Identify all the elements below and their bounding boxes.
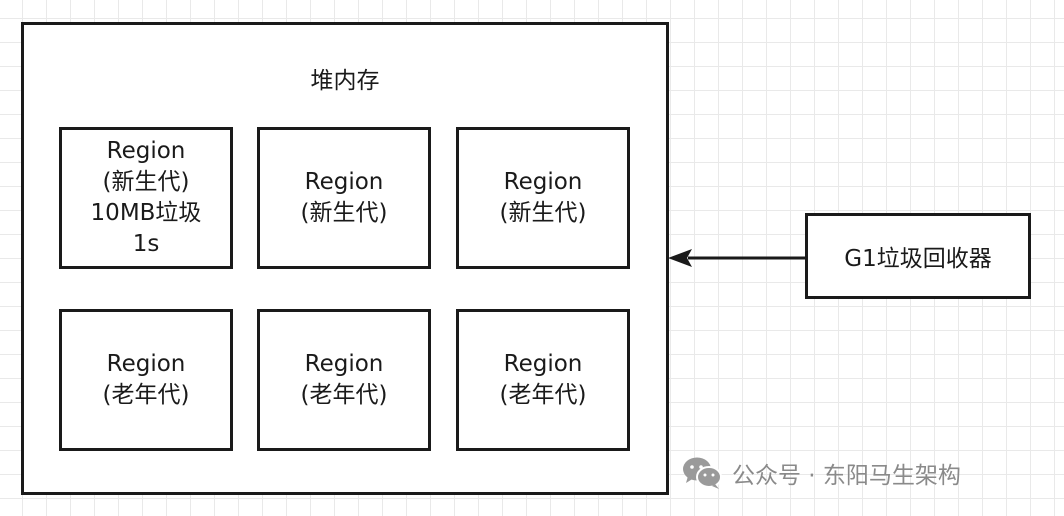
region-gc-time: 1s — [132, 231, 160, 257]
region-old-3: Region (老年代) — [456, 309, 630, 451]
region-old-2: Region (老年代) — [257, 309, 431, 451]
heap-title: 堆内存 — [310, 68, 380, 94]
collector-to-heap-arrow — [668, 249, 806, 267]
region-generation: (新生代) — [499, 200, 587, 226]
region-old-1: Region (老年代) — [59, 309, 233, 451]
region-young-3: Region (新生代) — [456, 127, 630, 269]
region-garbage-size: 10MB垃圾 — [90, 200, 202, 226]
region-young-1: Region (新生代) 10MB垃圾 1s — [59, 127, 233, 269]
region-label: Region — [503, 169, 583, 195]
region-generation: (新生代) — [102, 169, 190, 195]
wechat-icon — [683, 457, 722, 489]
arrow-head — [668, 249, 692, 267]
g1-garbage-collector-box: G1垃圾回收器 — [805, 213, 1031, 299]
watermark-text: 公众号 · 东阳马生架构 — [732, 463, 961, 489]
region-generation: (新生代) — [300, 200, 388, 226]
region-generation: (老年代) — [499, 382, 587, 408]
watermark: 公众号 · 东阳马生架构 — [682, 455, 961, 491]
region-label: Region — [106, 138, 186, 164]
collector-label: G1垃圾回收器 — [844, 246, 992, 272]
region-label: Region — [503, 351, 583, 377]
region-label: Region — [304, 169, 384, 195]
region-label: Region — [106, 351, 186, 377]
region-young-2: Region (新生代) — [257, 127, 431, 269]
region-generation: (老年代) — [102, 382, 190, 408]
region-generation: (老年代) — [300, 382, 388, 408]
region-label: Region — [304, 351, 384, 377]
